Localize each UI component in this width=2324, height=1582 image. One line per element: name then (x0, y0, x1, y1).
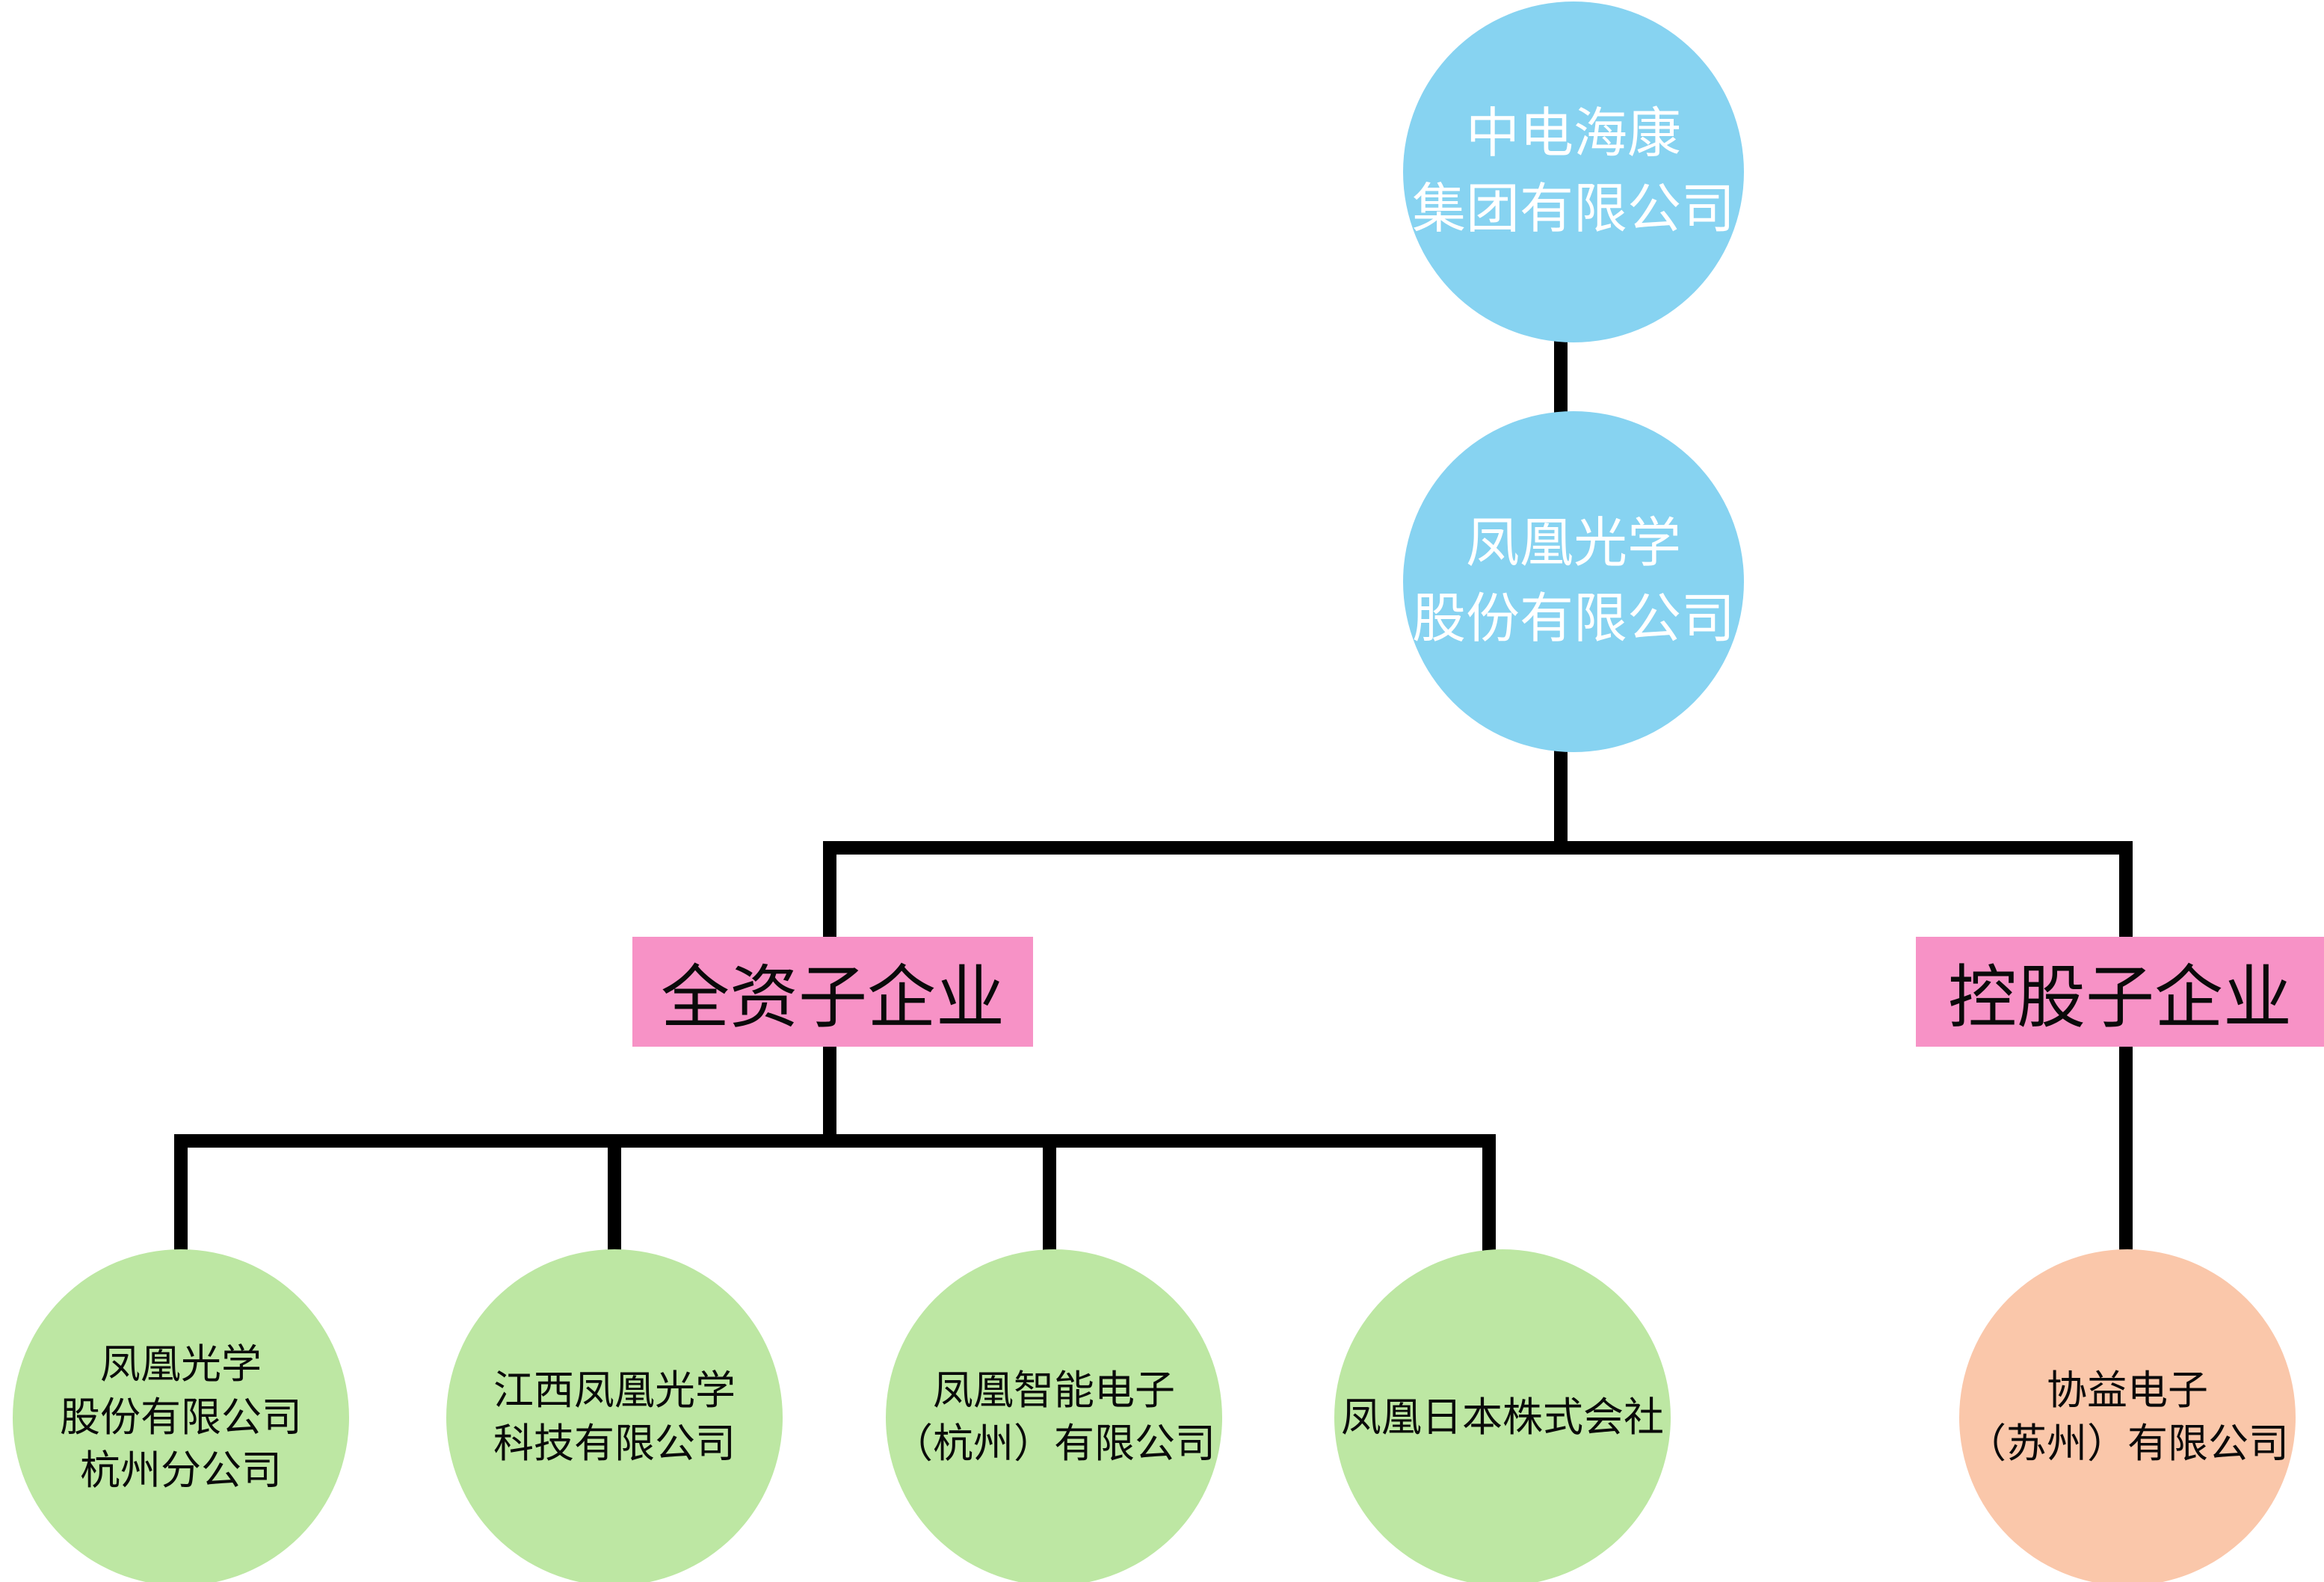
org-node-label-line: 中电海康 (1465, 104, 1681, 164)
branch-label-holding: 控股子企业 (1916, 937, 2324, 1047)
org-node-subsidiary-smart-electronics: 凤凰智能电子 （杭州）有限公司 (886, 1249, 1222, 1582)
branch-label-text: 全资子企业 (660, 960, 1005, 1036)
org-node-label-line: 凤凰日本株式会社 (1341, 1394, 1664, 1440)
connector-drop-1 (174, 1134, 188, 1256)
org-node-listed-company: 凤凰光学 股份有限公司 (1403, 411, 1744, 752)
org-node-label-line: 科技有限公司 (493, 1421, 736, 1466)
org-node-label-line: 江西凤凰光学 (493, 1368, 736, 1413)
branch-label-wholly-owned: 全资子企业 (632, 937, 1033, 1047)
org-node-label-line: （苏州）有限公司 (1966, 1421, 2289, 1466)
org-node-label-line: 杭州分公司 (80, 1447, 282, 1493)
org-node-label-line: 协益电子 (2047, 1368, 2208, 1413)
org-node-label-line: 凤凰光学 (1465, 514, 1681, 573)
org-node-subsidiary-jiangxi-tech: 江西凤凰光学 科技有限公司 (446, 1249, 783, 1582)
org-node-label-line: 凤凰智能电子 (933, 1368, 1175, 1413)
connector-drop-2 (608, 1134, 621, 1256)
org-node-holding-subsidiary-suzhou: 协益电子 （苏州）有限公司 (1959, 1249, 2296, 1582)
connector-drop-4 (1482, 1134, 1496, 1256)
branch-label-text: 控股子企业 (1947, 960, 2292, 1036)
org-node-label-line: 股份有限公司 (60, 1394, 302, 1440)
org-node-group-parent: 中电海康 集团有限公司 (1403, 1, 1744, 342)
org-node-subsidiary-japan: 凤凰日本株式会社 (1334, 1249, 1671, 1582)
org-node-label-line: 股份有限公司 (1411, 589, 1735, 649)
org-node-label-line: 凤凰光学 (100, 1341, 262, 1387)
connector-level3-horizontal (174, 1134, 1496, 1148)
connector-level2-horizontal (823, 841, 2133, 855)
connector-right-branch-vertical (2119, 841, 2133, 1256)
connector-drop-3 (1043, 1134, 1056, 1256)
org-node-label-line: （杭州）有限公司 (893, 1421, 1215, 1466)
org-node-subsidiary-hangzhou-branch: 凤凰光学 股份有限公司 杭州分公司 (13, 1249, 349, 1582)
org-node-label-line: 集团有限公司 (1411, 179, 1735, 239)
